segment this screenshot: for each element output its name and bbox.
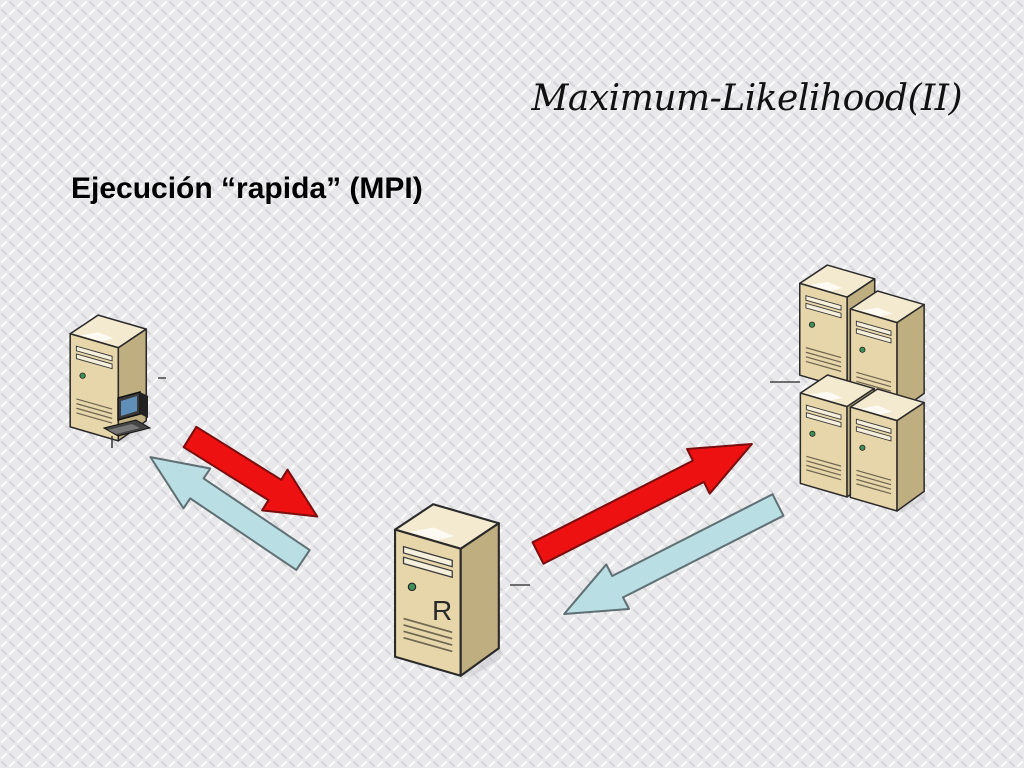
slide-title: Maximum-Likelihood(II) [531,78,963,119]
arrow-client-to-r [182,425,319,518]
arrow-cluster-to-r [563,493,785,615]
server-cluster [770,264,927,514]
client-server [69,314,166,448]
workstation-icon [102,391,152,448]
r-server: R [393,502,530,680]
arrow-r-to-client [149,456,311,571]
r-server-label: R [432,595,452,626]
arrow-r-to-cluster [531,443,753,565]
slide-subtitle: Ejecución “rapida” (MPI) [71,172,423,205]
